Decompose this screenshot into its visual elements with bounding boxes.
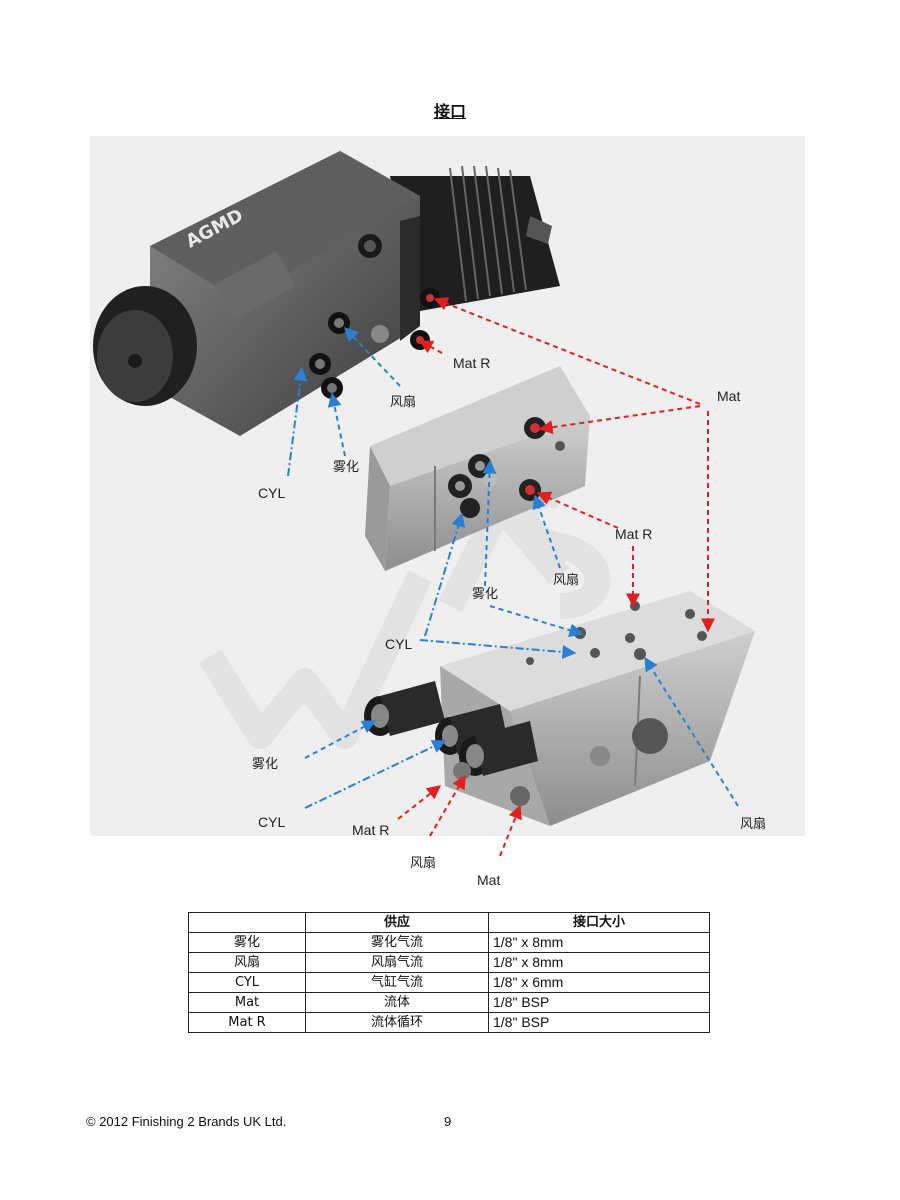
callout-fan-mid: 风扇 (553, 572, 579, 588)
connections-diagram: AGMD (90, 136, 805, 888)
table-cell: 风扇 (188, 952, 306, 973)
table-cell: 1/8" BSP (488, 1012, 710, 1033)
connection-spec-table: 供应 接口大小 雾化 雾化气流 1/8" x 8mm 风扇 风扇气流 1/8" … (188, 912, 710, 1033)
table-header: 供应 (305, 912, 489, 933)
callout-mat-low: Mat (477, 872, 500, 888)
arrow-fan-right (644, 656, 739, 807)
arrow-cyl-mid (419, 639, 577, 659)
callout-mat-r-mid: Mat R (615, 526, 652, 542)
table-cell: 1/8" BSP (488, 992, 710, 1013)
table-cell: 1/8" x 8mm (488, 952, 710, 973)
callout-atom-mid: 雾化 (333, 460, 359, 475)
page-number: 9 (444, 1114, 452, 1129)
callout-atom-low: 雾化 (252, 757, 278, 772)
page-title: 接口 (433, 102, 466, 121)
arrow-mat-r-mid (536, 491, 619, 529)
callout-fan-right: 风扇 (740, 816, 766, 832)
arrow-atom-low (304, 720, 377, 759)
callout-mat-right: Mat (717, 388, 740, 404)
callout-fan-low: 风扇 (410, 855, 436, 871)
table-cell: 风扇气流 (305, 952, 489, 973)
callout-cyl-left: CYL (258, 485, 285, 501)
arrow-atom-to-block (489, 605, 584, 638)
table-row: 雾化 雾化气流 1/8" x 8mm (188, 932, 710, 953)
callout-fan-top: 风扇 (390, 394, 416, 410)
arrow-atom-mid (482, 459, 497, 587)
table-row: CYL 气缸气流 1/8" x 6mm (188, 972, 710, 993)
arrow-fan-top (344, 326, 401, 387)
table-header (188, 912, 306, 933)
table-cell: CYL (188, 972, 306, 993)
callout-mat-r-low: Mat R (352, 822, 389, 838)
callout-mat-r-top: Mat R (453, 355, 490, 371)
arrow-fan-mid (532, 494, 561, 569)
callout-cyl-mid: CYL (385, 636, 412, 652)
table-row: Mat 流体 1/8" BSP (188, 992, 710, 1013)
table-row: 风扇 风扇气流 1/8" x 8mm (188, 952, 710, 973)
table-cell: Mat (188, 992, 306, 1013)
arrow-cyl-from-plate (424, 512, 466, 637)
arrow-mat-to-gun (433, 297, 701, 405)
table-cell: 雾化气流 (305, 932, 489, 953)
table-cell: 流体 (305, 992, 489, 1013)
arrow-atom-top (327, 392, 346, 457)
table-cell: 1/8" x 8mm (488, 932, 710, 953)
table-cell: 雾化 (188, 932, 306, 953)
manifold-block (364, 591, 755, 826)
arrow-cyl-top (287, 366, 308, 477)
spray-gun: AGMD (93, 151, 560, 436)
callout-cyl-low: CYL (258, 814, 285, 830)
arrow-fan-low (429, 774, 466, 837)
table-cell: 流体循环 (305, 1012, 489, 1033)
push-fit-connectors (364, 681, 538, 780)
adaptor-plate (365, 366, 590, 571)
footer-copyright: © 2012 Finishing 2 Brands UK Ltd. (86, 1114, 287, 1129)
arrow-cyl-low (304, 740, 447, 809)
callout-atom-mid2: 雾化 (472, 587, 498, 602)
table-row: Mat R 流体循环 1/8" BSP (188, 1012, 710, 1033)
table-cell: 气缸气流 (305, 972, 489, 993)
table-header: 接口大小 (488, 912, 710, 933)
table-cell: 1/8" x 6mm (488, 972, 710, 993)
arrow-mat-r-top (418, 340, 443, 354)
table-cell: Mat R (188, 1012, 306, 1033)
table-header-row: 供应 接口大小 (188, 912, 710, 933)
